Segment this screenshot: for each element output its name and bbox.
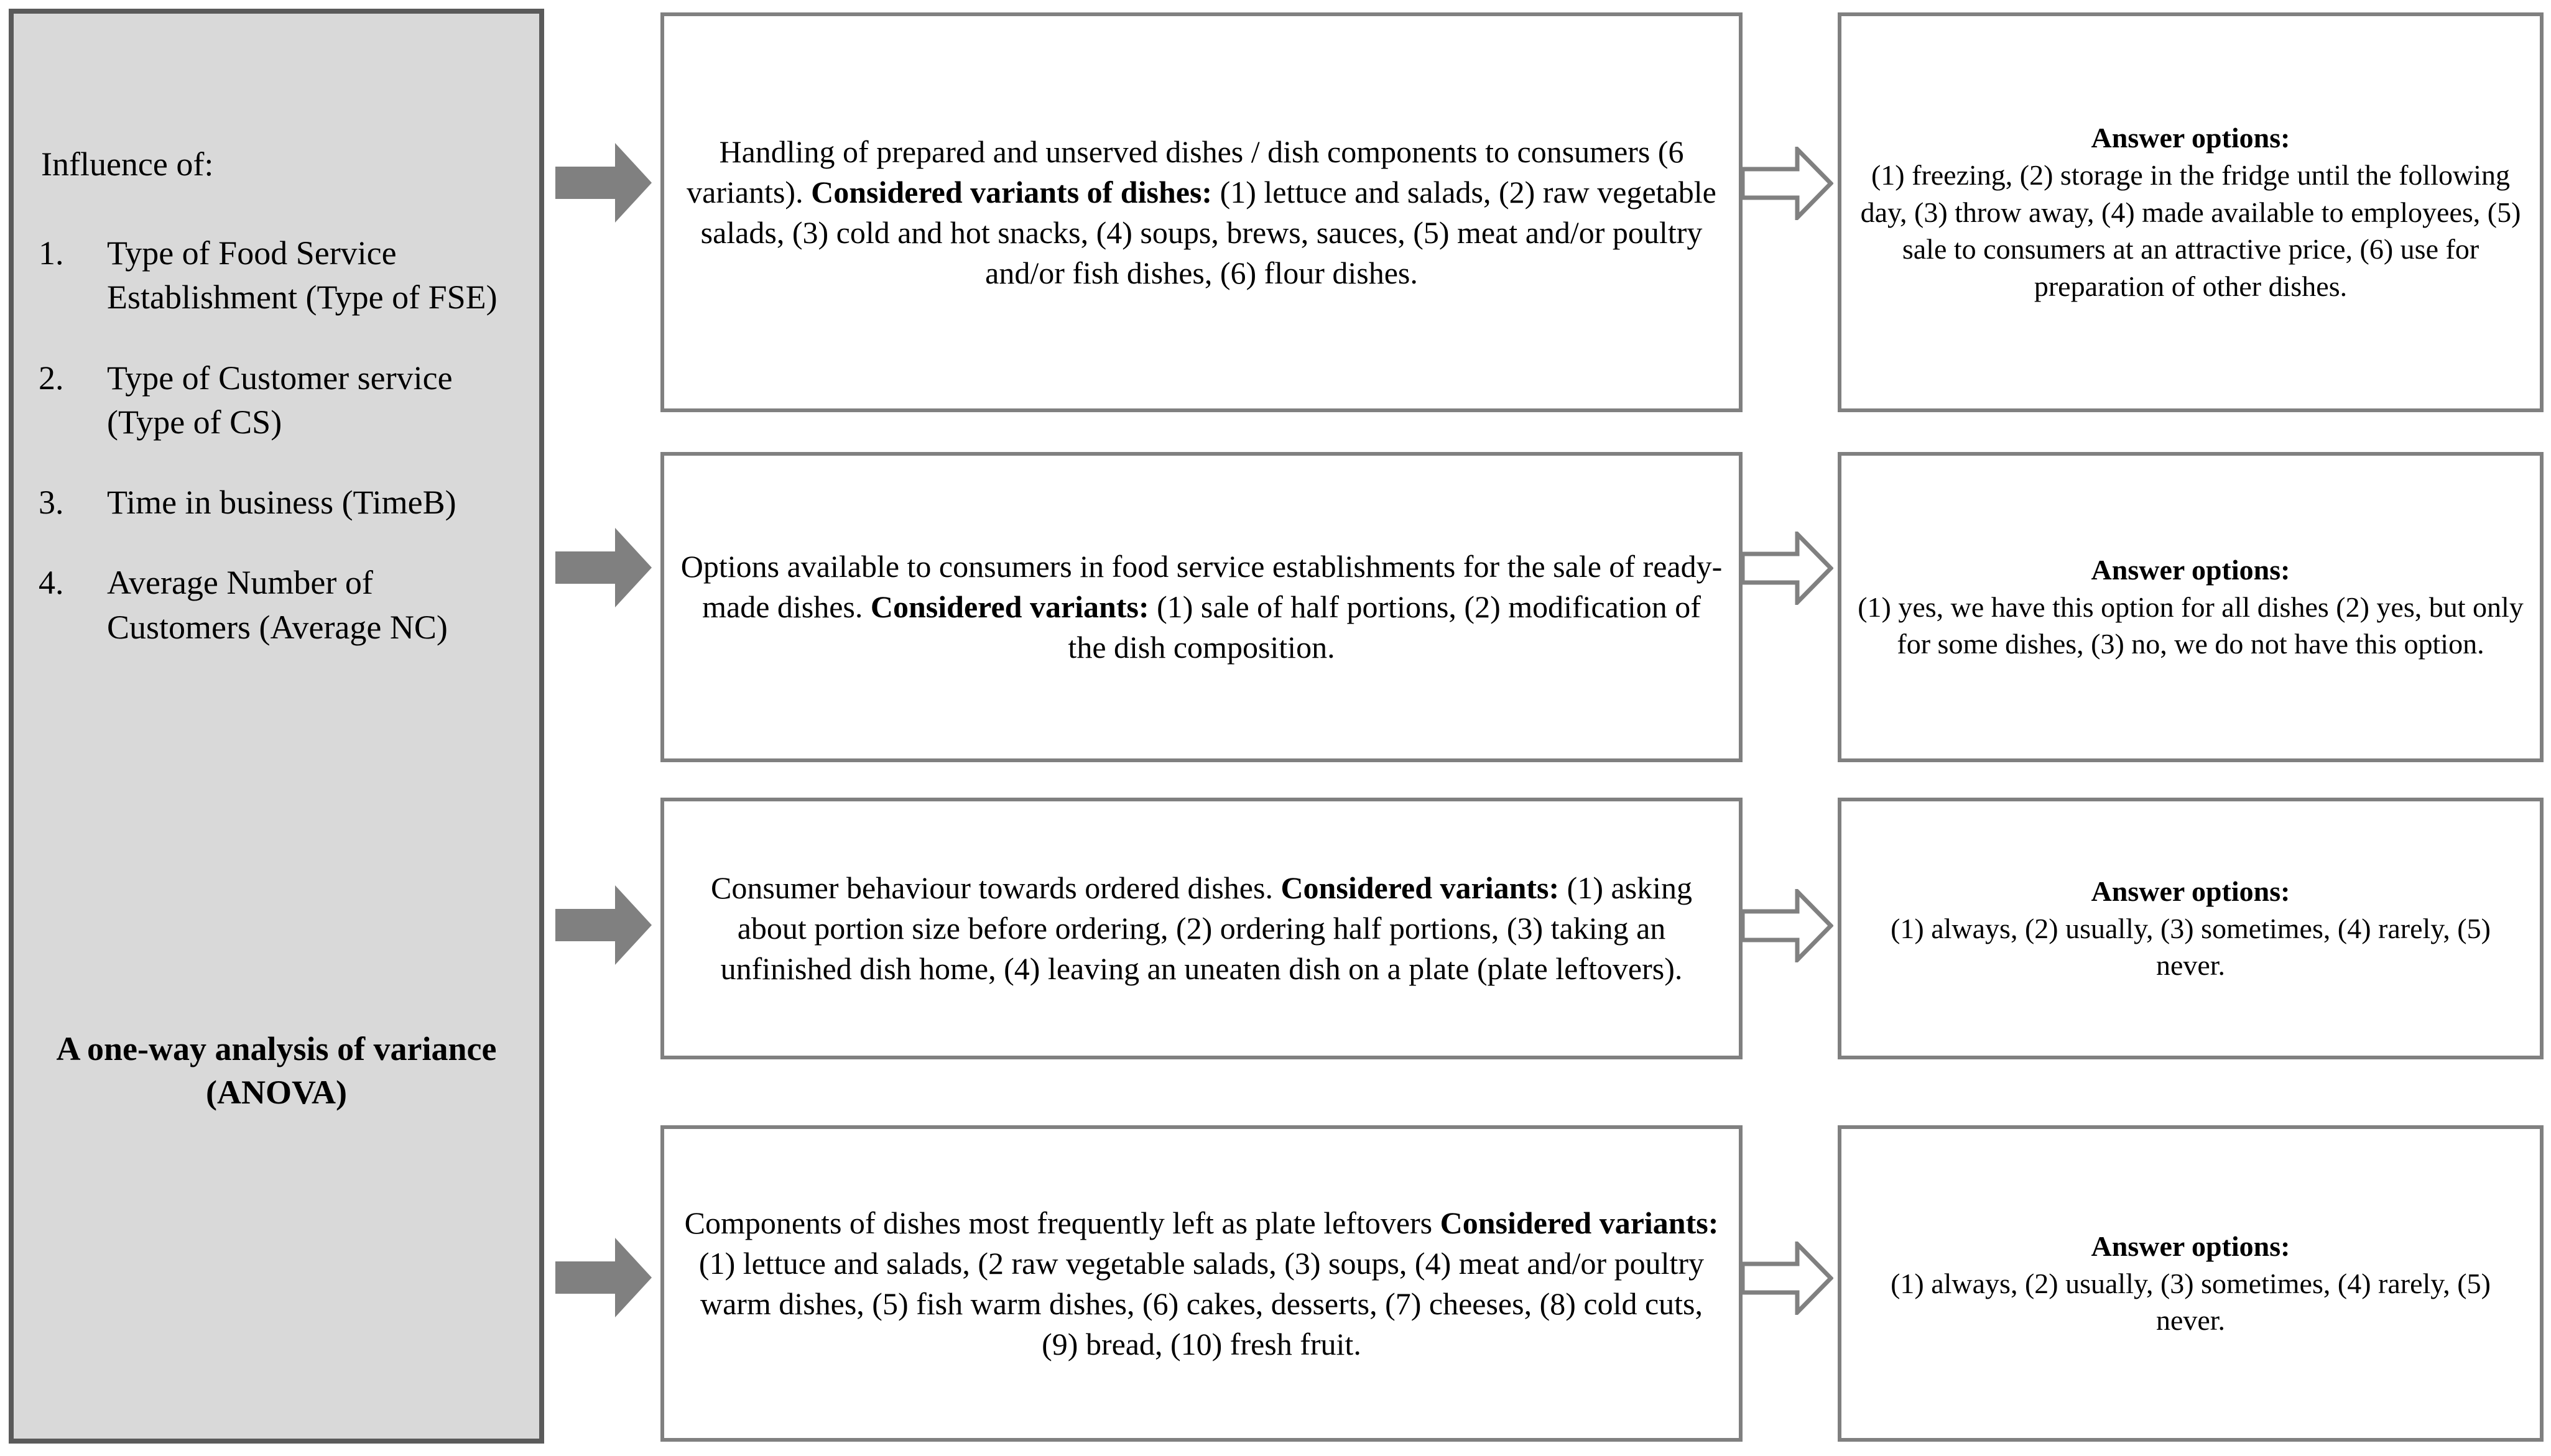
topic-box: Options available to consumers in food s… [660,452,1743,762]
list-item: 2. Type of Customer service (Type of CS) [39,356,524,445]
variants-label: Considered variants: [1440,1205,1719,1240]
variants-label: Considered variants: [1280,870,1560,905]
answer-options-text: (1) always, (2) usually, (3) sometimes, … [1891,1267,2491,1337]
answer-options-text: (1) freezing, (2) storage in the fridge … [1860,159,2521,303]
topic-title: Components of dishes most frequently lef… [684,1205,1433,1240]
variants-text: (1) asking about portion size before ord… [720,870,1693,986]
topic-title: Handling of prepared and unserved dishes… [687,134,1684,210]
list-item-number: 2. [39,359,64,397]
answer-options-box: Answer options: (1) always, (2) usually,… [1838,798,2544,1059]
variants-text: (1) sale of half portions, (2) modificat… [1068,589,1701,665]
arrow-right-solid-icon [555,528,652,607]
topic-box: Consumer behaviour towards ordered dishe… [660,798,1743,1059]
analysis-method-label: A one-way analysis of variance (ANOVA) [56,1030,497,1112]
list-item-label: Type of Customer service (Type of CS) [107,359,453,441]
list-item-number: 1. [39,234,64,272]
list-item-number: 3. [39,484,64,522]
answer-options-title: Answer options: [2091,553,2290,586]
variants-text: (1) lettuce and salads, (2 raw vegetable… [698,1245,1705,1362]
arrow-right-solid-icon [555,1238,652,1317]
answer-options-box: Answer options: (1) always, (2) usually,… [1838,1125,2544,1442]
list-item: 1. Type of Food Service Establishment (T… [39,231,524,320]
topic-title: Consumer behaviour towards ordered dishe… [710,870,1273,905]
list-item: 4. Average Number of Customers (Average … [39,561,524,650]
answer-options-title: Answer options: [2091,875,2290,907]
arrow-right-outline-icon [1741,532,1833,605]
answer-options-box: Answer options: (1) yes, we have this op… [1838,452,2544,762]
list-item-label: Average Number of Customers (Average NC) [107,564,448,646]
list-item-number: 4. [39,564,64,602]
list-item: 3. Time in business (TimeB) [39,481,524,525]
variants-label: Considered variants of dishes: [811,174,1213,210]
arrow-right-outline-icon [1741,1242,1833,1315]
arrow-right-solid-icon [555,143,652,223]
topic-box: Components of dishes most frequently lef… [660,1125,1743,1442]
answer-options-text: (1) always, (2) usually, (3) sometimes, … [1891,912,2491,982]
answer-options-title: Answer options: [2091,1230,2290,1262]
influence-factors-panel: Influence of: 1. Type of Food Service Es… [9,9,544,1444]
arrow-right-outline-icon [1741,889,1833,962]
list-item-label: Time in business (TimeB) [107,484,456,522]
arrow-right-solid-icon [555,885,652,965]
list-item-label: Type of Food Service Establishment (Type… [107,234,498,316]
variants-text: (1) lettuce and salads, (2) raw vegetabl… [700,174,1716,290]
arrow-right-outline-icon [1741,147,1833,220]
panel-heading: Influence of: [41,145,214,183]
answer-options-text: (1) yes, we have this option for all dis… [1858,591,2524,660]
answer-options-title: Answer options: [2091,122,2290,154]
factor-list: 1. Type of Food Service Establishment (T… [39,231,524,686]
topic-title: Options available to consumers in food s… [680,549,1723,624]
variants-label: Considered variants: [870,589,1149,624]
answer-options-box: Answer options: (1) freezing, (2) storag… [1838,12,2544,412]
topic-box: Handling of prepared and unserved dishes… [660,12,1743,412]
